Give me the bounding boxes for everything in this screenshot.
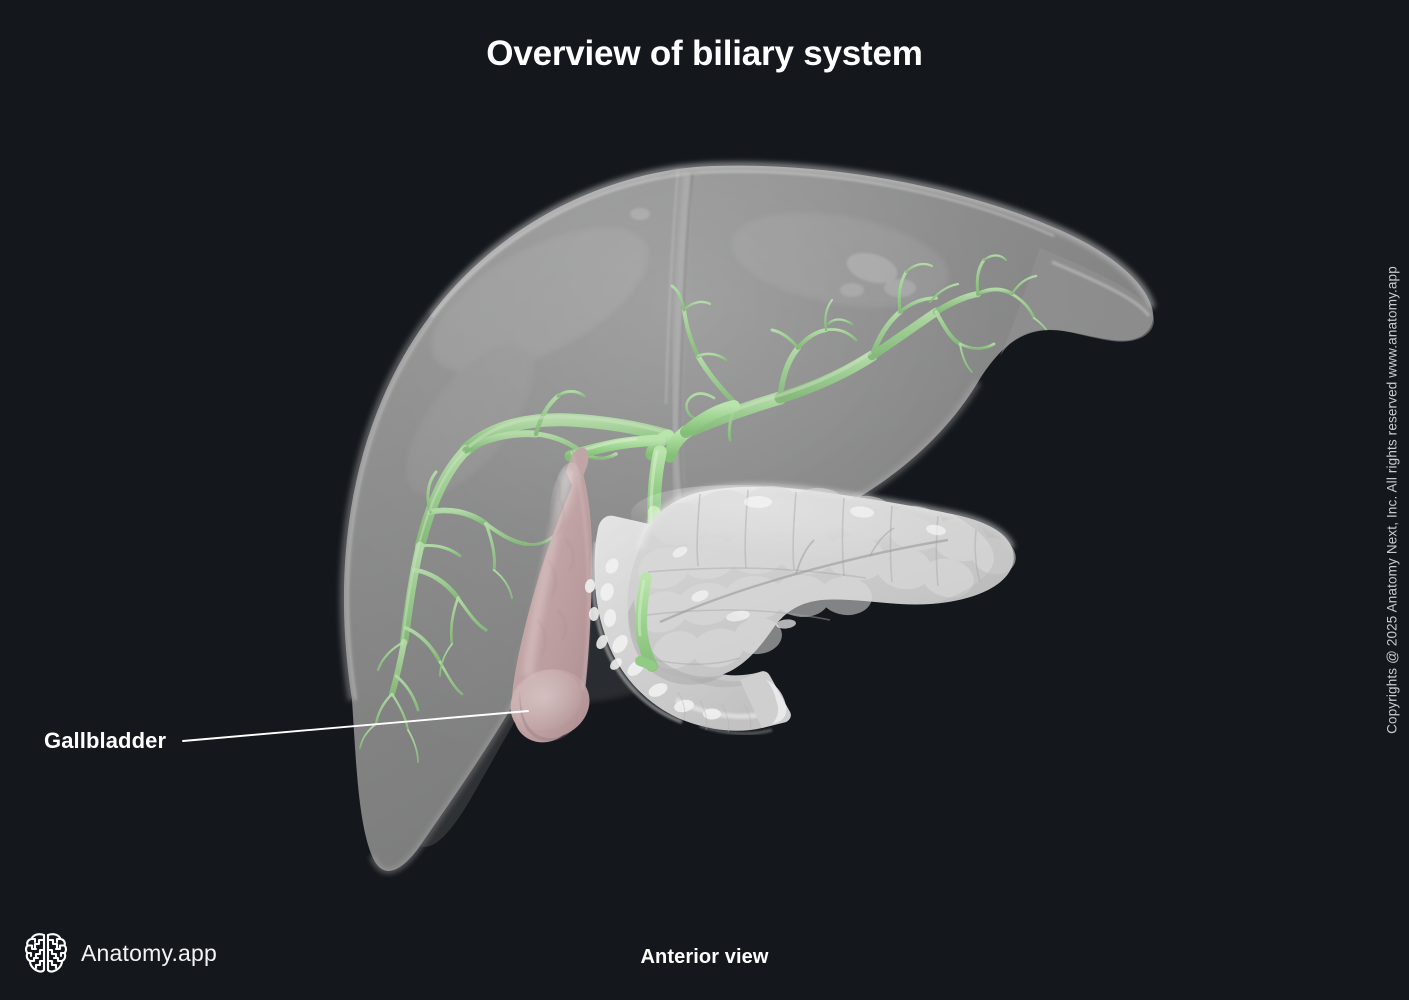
leader-line-gallbladder (182, 710, 529, 742)
copyright-text: Copyrights @ 2025 Anatomy Next, Inc. All… (1384, 266, 1400, 734)
page-title: Overview of biliary system (486, 34, 923, 73)
copyright-notice: Copyrights @ 2025 Anatomy Next, Inc. All… (1375, 0, 1409, 1000)
brain-icon (24, 930, 68, 976)
gallbladder (510, 447, 592, 743)
intrahepatic-bile-ducts (359, 254, 1051, 763)
brand-name: Anatomy.app (81, 939, 218, 966)
brand-logo: Anatomy.app (24, 930, 217, 976)
label-gallbladder: Gallbladder (44, 728, 167, 753)
common-bile-duct-terminal (635, 572, 658, 672)
view-caption: Anterior view (640, 946, 769, 968)
pancreas (627, 483, 1016, 685)
